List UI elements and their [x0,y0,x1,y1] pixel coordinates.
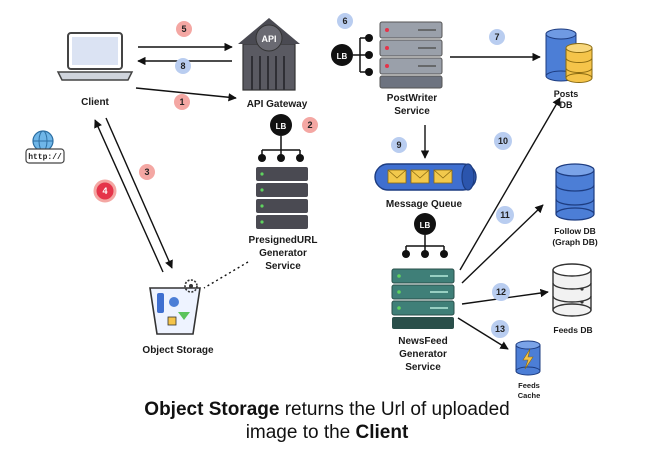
envelope-icon [387,169,453,184]
step-badge-13: 13 [491,320,509,338]
svg-text:1: 1 [179,97,184,107]
svg-text:2: 2 [307,120,312,130]
client-label: Client [81,97,109,108]
caption-text-1: returns the Url of uploaded [279,399,510,420]
api-gateway-label: API Gateway [247,99,308,110]
follow-db-node[interactable]: Follow DB (Graph DB) [552,163,598,247]
caption-bold-object-storage: Object Storage [144,399,280,420]
server-stack-icon [391,268,455,329]
step-badge-5: 5 [176,21,192,37]
caption-bold-client: Client [355,422,409,443]
step-badge-6: 6 [337,13,353,29]
load-balancer-newsfeed: LB [402,213,448,258]
step-badge-1: 1 [174,94,190,110]
newsfeed-label-line2: Generator [399,349,447,360]
arrow-3-client-to-storage [105,117,173,269]
presigned-label-line3: Service [265,261,301,272]
arrow-10-newsfeed-to-postsdb [459,97,561,271]
svg-text:12: 12 [496,287,506,297]
feeds-cache-node[interactable]: Feeds Cache [515,340,541,400]
dotted-link-presigned-to-storage [203,261,249,289]
feeds-cache-label-line2: Cache [518,391,541,400]
object-storage-label: Object Storage [142,345,214,356]
arrow-11-newsfeed-to-followdb [461,204,544,284]
server-stack-icon [379,21,443,89]
svg-text:3: 3 [144,167,149,177]
svg-text:13: 13 [495,324,505,334]
database-icon [552,263,592,317]
presigned-label-line1: PresignedURL [249,235,318,246]
presigned-url-service-node[interactable]: PresignedURL Generator Service [249,167,318,272]
step-badge-9: 9 [391,137,407,153]
caption-line-1: Object Storage returns the Url of upload… [0,398,654,421]
postwriter-service-node[interactable]: PostWriter Service [379,21,443,117]
follow-db-label-line2: (Graph DB) [552,237,598,247]
lb-label: LB [420,221,431,230]
step-badge-3: 3 [139,164,155,180]
presigned-label-line2: Generator [259,248,307,259]
postwriter-label-line1: PostWriter [387,93,437,104]
feeds-cache-label-line1: Feeds [518,381,540,390]
step-badge-7: 7 [489,29,505,45]
api-gateway-node[interactable]: API API Gateway [238,18,308,110]
database-icon [545,28,593,83]
http-globe-icon: http:// [25,130,65,164]
posts-db-label-line2: DB [560,100,573,110]
step-badge-11: 11 [496,206,514,224]
step-badge-10: 10 [494,132,512,150]
lightning-icon [522,348,534,370]
lb-label: LB [276,122,287,131]
laptop-icon [56,32,134,81]
caption-line-2: image to the Client [0,421,654,444]
svg-text:6: 6 [342,16,347,26]
svg-text:7: 7 [494,32,499,42]
arrow-4-storage-to-client [94,119,164,273]
queue-icon [374,163,477,191]
step-badge-12: 12 [492,283,510,301]
follow-db-label-line1: Follow DB [554,226,596,236]
arrow-1-client-to-gateway [135,87,237,102]
step-badge-8: 8 [175,58,191,74]
message-queue-label: Message Queue [386,199,463,210]
svg-text:9: 9 [396,140,401,150]
posts-db-node[interactable]: Posts DB [545,28,593,110]
object-storage-node[interactable]: Object Storage [142,279,214,356]
http-label: http:// [28,153,62,162]
postwriter-label-line2: Service [394,106,430,117]
gateway-icon: API [238,18,300,91]
server-stack-icon [256,167,308,229]
posts-db-label-line1: Posts [554,89,579,99]
client-node[interactable]: Client [56,32,134,108]
arrow-13-newsfeed-to-cache [457,317,509,350]
svg-text:11: 11 [500,210,510,220]
feeds-db-node[interactable]: Feeds DB [552,263,593,335]
message-queue-node[interactable]: Message Queue [374,163,477,210]
bucket-icon [149,279,201,335]
caption-text-2: image to the [245,422,356,443]
database-icon [555,163,595,221]
feeds-db-label: Feeds DB [553,325,592,335]
newsfeed-label-line1: NewsFeed [398,336,447,347]
svg-text:8: 8 [180,61,185,71]
newsfeed-generator-service-node[interactable]: NewsFeed Generator Service [391,268,455,373]
step-badges: 5 8 1 2 3 4 6 7 [93,13,514,338]
svg-text:10: 10 [498,136,508,146]
newsfeed-label-line3: Service [405,362,441,373]
cache-database-icon [515,340,541,376]
caption: Object Storage returns the Url of upload… [0,398,654,444]
load-balancer-gateway: LB [258,114,304,162]
step-badge-2: 2 [302,117,318,133]
svg-text:5: 5 [181,24,186,34]
lb-label: LB [337,52,348,61]
svg-text:4: 4 [102,186,107,196]
api-sign-label: API [261,34,276,44]
load-balancer-postwriter: LB [331,34,373,76]
step-badge-4: 4 [93,179,117,203]
arrows [94,42,561,350]
